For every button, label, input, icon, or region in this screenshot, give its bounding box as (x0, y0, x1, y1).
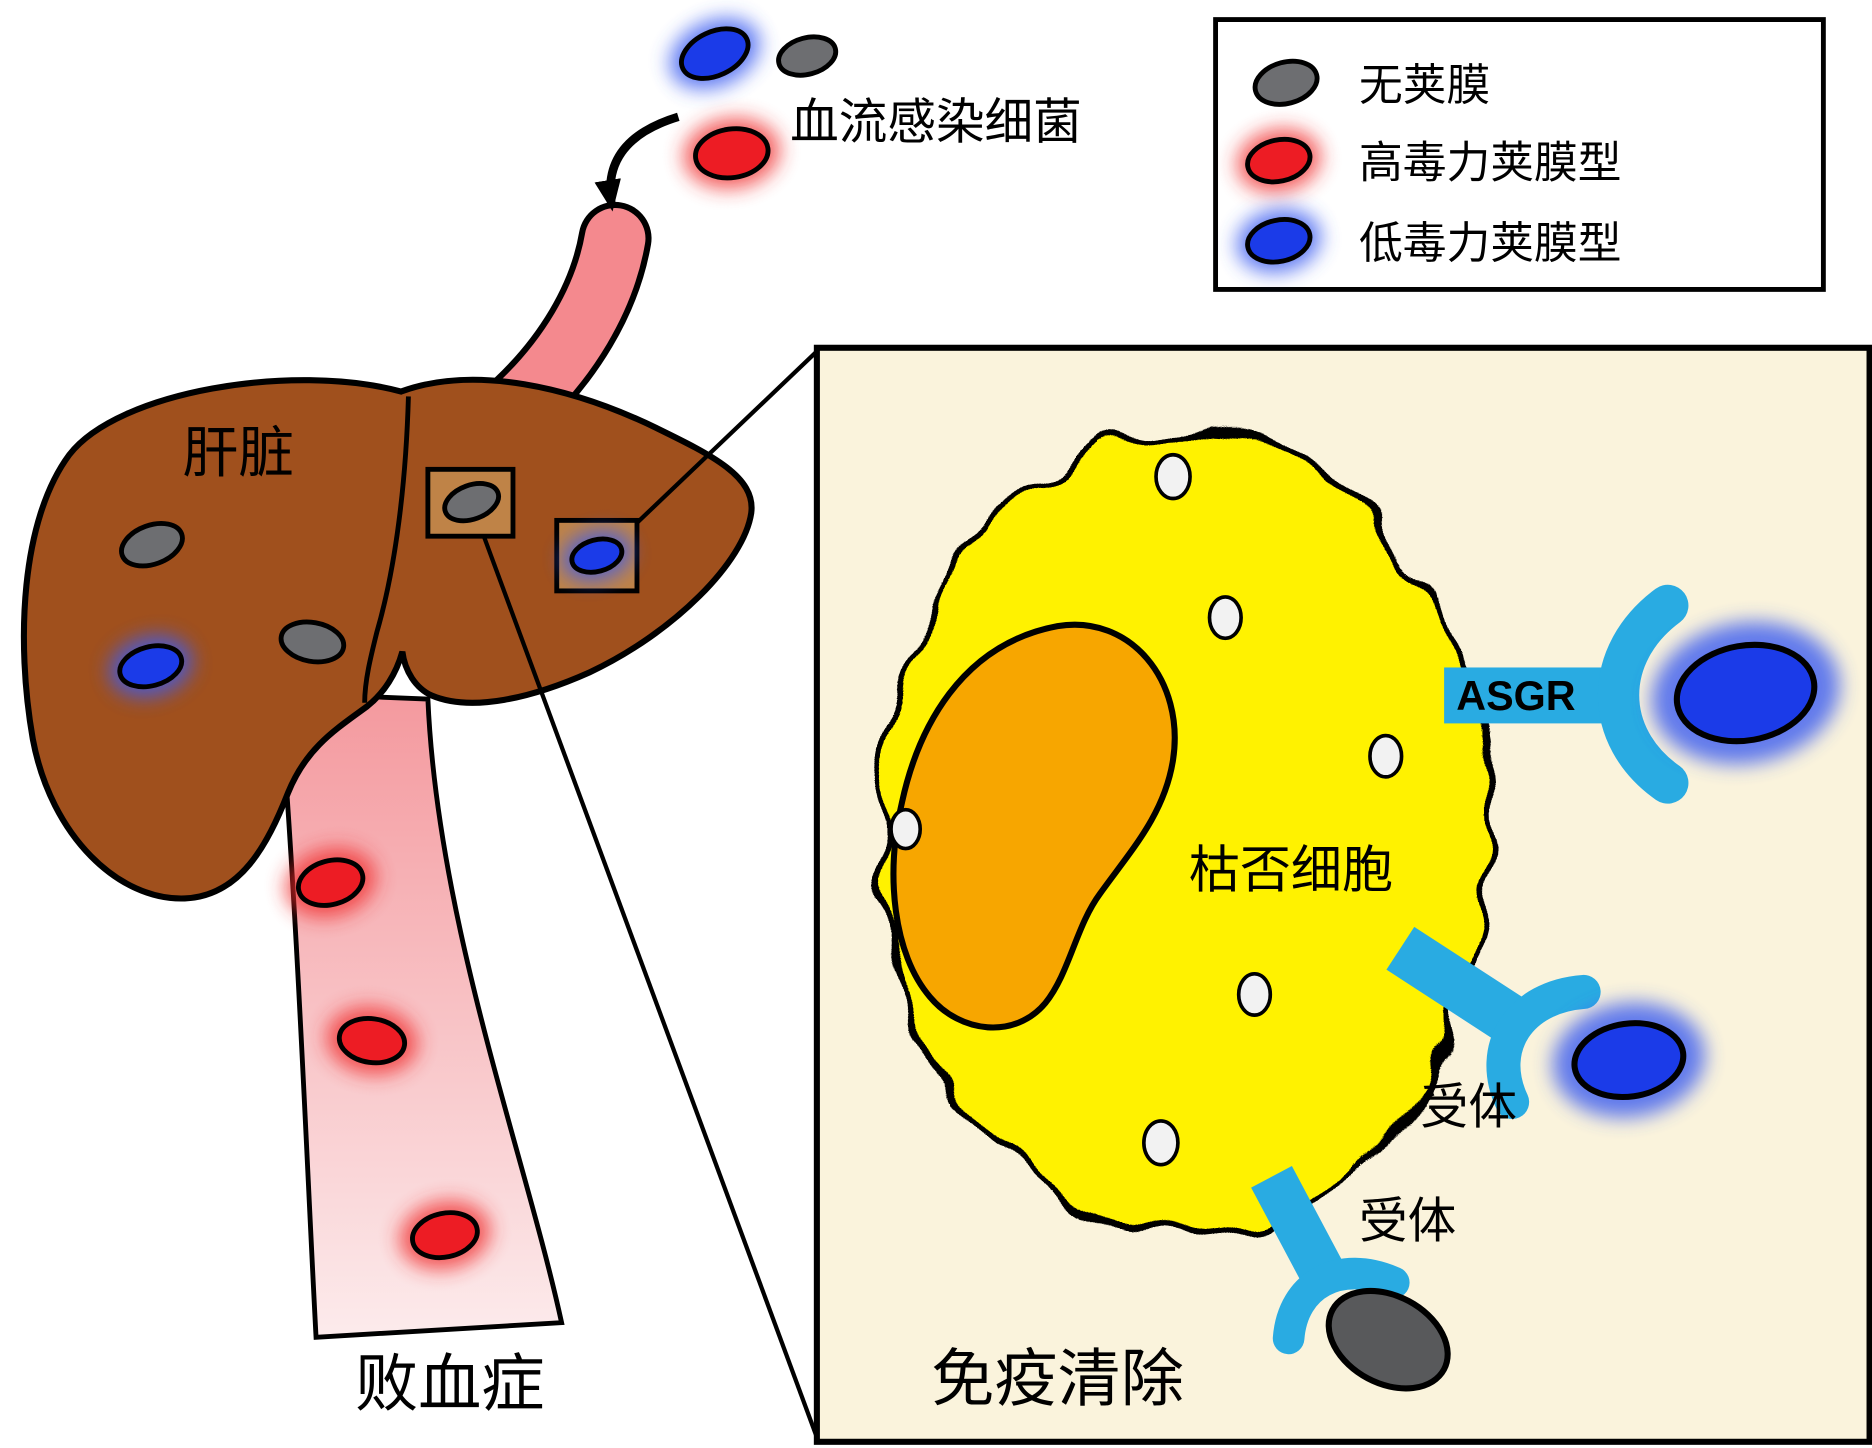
lower-blood-vessel (276, 690, 565, 1340)
sepsis-label: 败血症 (355, 1349, 545, 1419)
legend-item-label: 低毒力荚膜型 (1359, 219, 1622, 268)
vesicle (889, 807, 923, 851)
vesicle (1368, 733, 1404, 779)
zoom-line-bottom (481, 535, 821, 1442)
upper-vessel-body (489, 207, 646, 435)
asgr-label: ASGR (1456, 673, 1575, 719)
red-bacterium-icon (1245, 136, 1313, 185)
bacterium-gray-top (776, 34, 839, 78)
receptor-stem (1251, 1165, 1345, 1287)
bacterium-body (693, 126, 771, 181)
immune-clearance-label: 免疫清除 (931, 1344, 1184, 1414)
zoom-box-gray (425, 466, 516, 539)
legend-item-label: 无荚膜 (1359, 61, 1490, 110)
bacterium-body (410, 1210, 480, 1261)
legend: 无荚膜 高毒力荚膜型 低毒力荚膜型 (1213, 17, 1826, 292)
bacterium-gray-liver-2 (278, 619, 347, 665)
legend-item-red: 高毒力荚膜型 (1236, 128, 1622, 193)
liver-shape (20, 376, 755, 902)
receptor-bottom (1251, 1165, 1410, 1355)
vesicle (1236, 971, 1273, 1017)
bacterium-body (679, 26, 751, 81)
kupffer-cell-label: 枯否细胞 (1189, 841, 1393, 898)
bacterium-gray-captured (1325, 1287, 1451, 1392)
bacterium-blue-captured-1 (1651, 621, 1840, 765)
bacterium-red-vessel-1 (285, 847, 377, 918)
liver-label: 肝脏 (182, 421, 294, 484)
bacterium-body (776, 34, 839, 78)
receptor-cup (1597, 584, 1689, 804)
bacterium-body (1325, 1287, 1451, 1392)
receptor-bottom-label: 受体 (1359, 1195, 1456, 1249)
vesicle (1154, 452, 1192, 501)
bacterium-body (117, 643, 185, 690)
bacterium-gray-liver-1 (119, 521, 185, 569)
inset-panel: 枯否细胞 ASGR 受体 受体 免疫清除 (813, 344, 1872, 1445)
gray-bacterium-icon (1252, 58, 1320, 107)
asgr-receptor: ASGR (1444, 584, 1689, 804)
kupffer-nucleus (890, 621, 1178, 1031)
upper-blood-vessel (483, 201, 652, 441)
bacterium-body (119, 521, 185, 569)
liver: 肝脏 (20, 376, 755, 902)
receptor-mid (1386, 926, 1601, 1120)
bacterium-body (278, 619, 347, 665)
zoom-box-blue (554, 517, 640, 594)
bacterium-blue-top (669, 17, 760, 90)
vesicles (889, 452, 1404, 1167)
legend-item-gray: 无荚膜 (1252, 58, 1490, 110)
bacterium-body (296, 857, 366, 908)
receptor-stem (1386, 926, 1529, 1044)
vesicle (1207, 595, 1243, 641)
bacterium-blue-captured-2 (1552, 1002, 1706, 1118)
bacterium-body (336, 1016, 408, 1066)
zoom-line-top (635, 348, 820, 525)
legend-item-label: 高毒力荚膜型 (1359, 139, 1622, 188)
liver-cleft (362, 396, 411, 703)
bacterium-blue-liver (108, 634, 193, 698)
vesicle (1142, 1119, 1180, 1167)
bacterium-red-top (683, 117, 781, 189)
bacterium-body (442, 481, 501, 524)
bacterium-red-vessel-3 (399, 1200, 491, 1270)
receptor-mid-label: 受体 (1420, 1080, 1517, 1134)
blue-bacterium-icon (1245, 217, 1313, 265)
bloodstream-bacteria-label: 血流感染细菌 (790, 96, 1082, 150)
bacterium-body (1571, 1020, 1687, 1101)
bacterium-body (569, 536, 625, 575)
entry-arrow (594, 112, 680, 212)
bacterium-red-vessel-2 (325, 1006, 418, 1075)
incoming-bacteria: 血流感染细菌 (594, 17, 1082, 212)
receptor-stem (1444, 667, 1615, 724)
receptor-cup (1272, 1257, 1410, 1355)
legend-item-blue: 低毒力荚膜型 (1236, 208, 1622, 273)
bacterium-body (1673, 641, 1818, 745)
receptor-cup (1486, 974, 1601, 1120)
